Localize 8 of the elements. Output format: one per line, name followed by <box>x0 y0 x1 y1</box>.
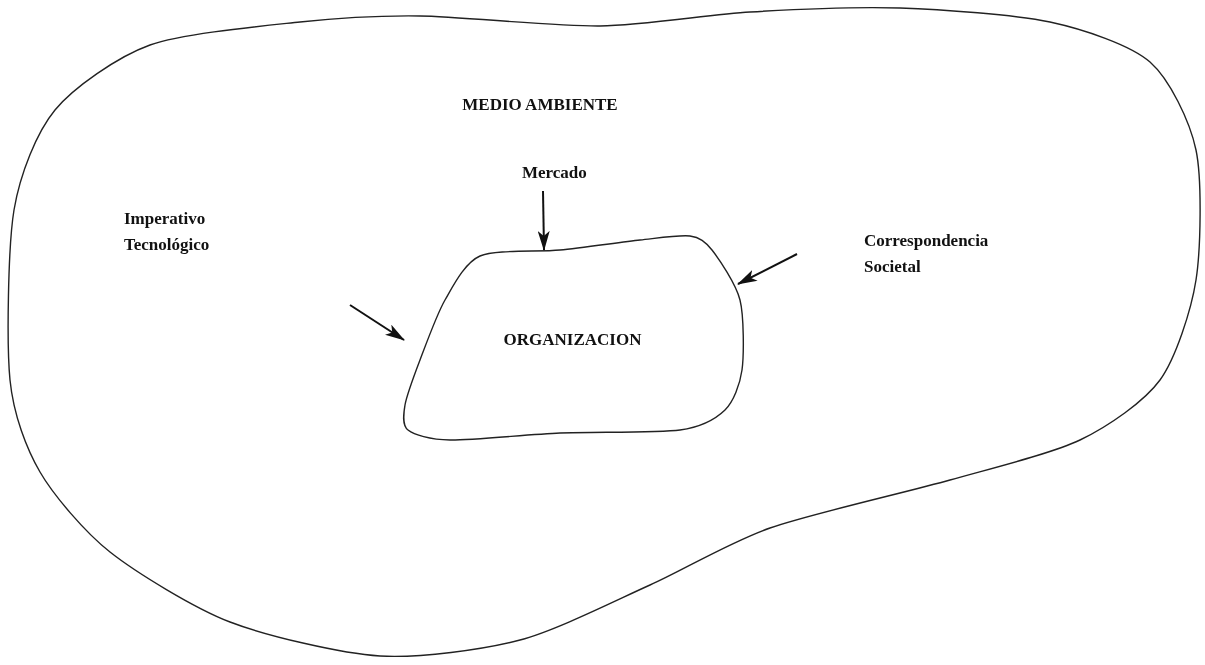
arrow <box>537 190 550 251</box>
organization-label: ORGANIZACION <box>502 329 643 351</box>
arrow <box>737 253 798 285</box>
arrow <box>349 304 405 341</box>
factor-label: Correspondencia Societal <box>864 228 1034 280</box>
factor-label: Mercado <box>522 160 612 186</box>
environment-heading: MEDIO AMBIENTE <box>461 94 619 116</box>
factor-label: Imperativo Tecnológico <box>124 206 264 258</box>
